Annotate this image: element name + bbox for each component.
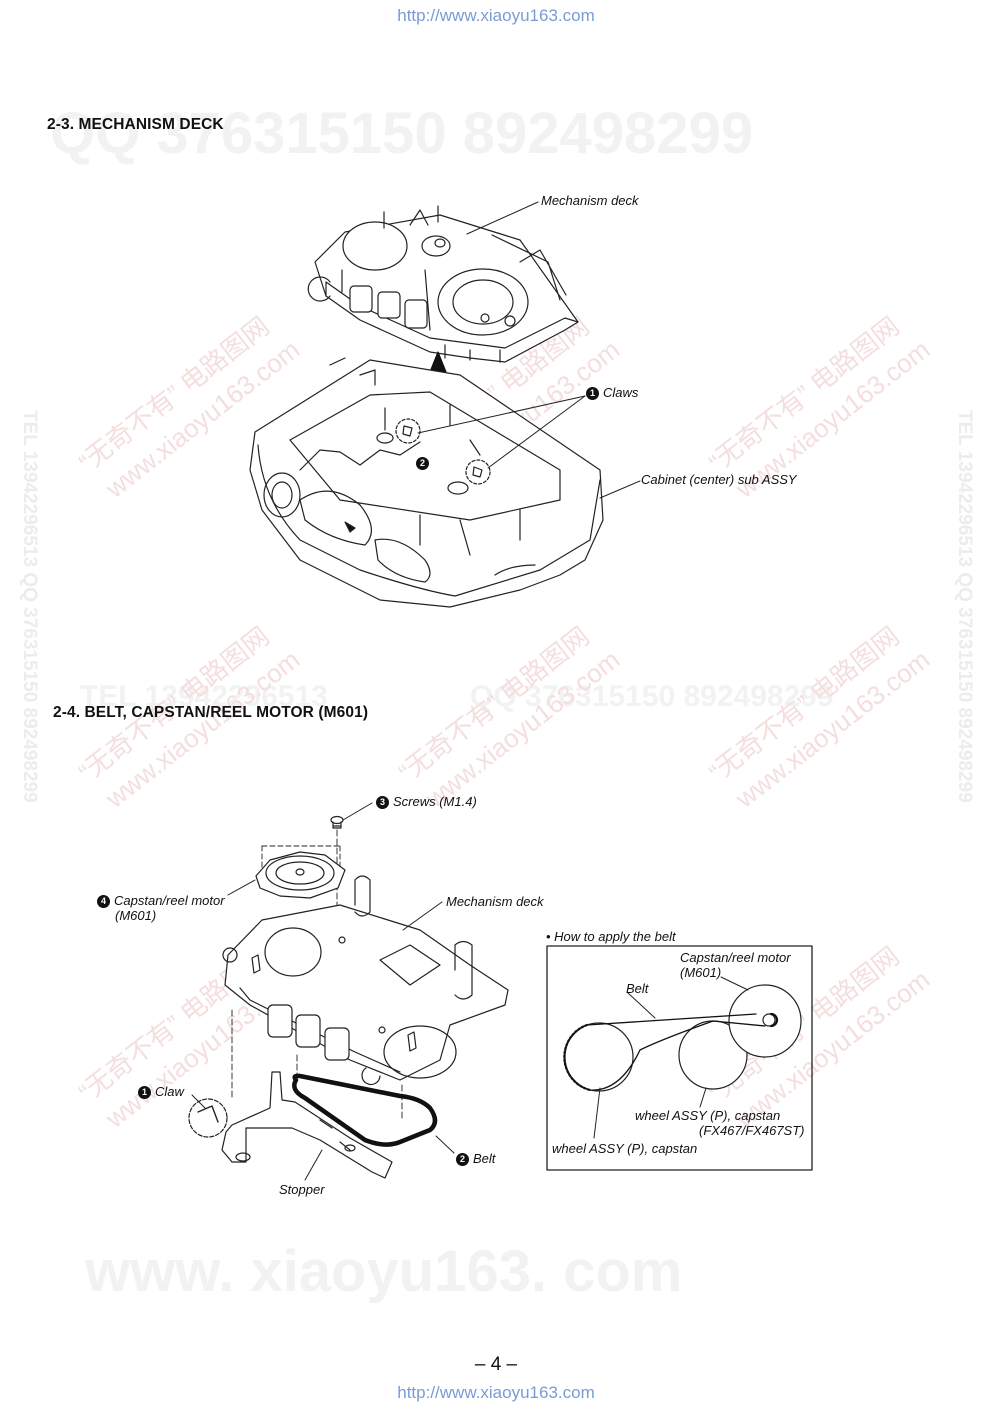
watermark-tel-mid: TEL 13942296513 bbox=[80, 680, 328, 713]
label-step-2: 2 bbox=[416, 455, 433, 470]
label-belt-text: Belt bbox=[473, 1151, 496, 1166]
inset-label-belt: Belt bbox=[626, 981, 649, 996]
mechanism-deck-drawing bbox=[307, 205, 579, 363]
watermark-www-bottom: www. xiaoyu163. com bbox=[85, 1239, 683, 1304]
step-number-1: 1 bbox=[586, 387, 599, 400]
step-number-1b: 1 bbox=[138, 1086, 151, 1099]
belt-inset-box bbox=[546, 945, 813, 1171]
step-number-4: 4 bbox=[97, 895, 110, 908]
inset-label-wheel: wheel ASSY (P), capstan bbox=[552, 1141, 698, 1156]
label-motor-line2: (M601) bbox=[115, 908, 157, 923]
label-mechanism-deck-2: Mechanism deck bbox=[446, 894, 544, 909]
belt-drawing bbox=[292, 1073, 438, 1147]
inset-label-motor-line1: Capstan/reel motor bbox=[680, 950, 791, 965]
label-motor: 4 Capstan/reel motor (M601) bbox=[97, 893, 225, 923]
label-claws: 1 Claws bbox=[586, 385, 638, 400]
inset-label-wheel-fx-line1: wheel ASSY (P), capstan bbox=[635, 1108, 781, 1123]
inset-title: • How to apply the belt bbox=[546, 929, 676, 944]
label-mechanism-deck: Mechanism deck bbox=[541, 193, 639, 208]
step-number-3: 3 bbox=[376, 796, 389, 809]
label-claw: 1 Claw bbox=[138, 1084, 184, 1099]
label-screws: 3 Screws (M1.4) bbox=[376, 794, 477, 809]
claw-highlight-2 bbox=[188, 1098, 228, 1138]
stopper-drawing bbox=[221, 1071, 393, 1179]
label-screws-text: Screws (M1.4) bbox=[393, 794, 477, 809]
screw-drawing bbox=[330, 815, 344, 829]
label-belt: 2 Belt bbox=[456, 1151, 495, 1166]
step-number-2b: 2 bbox=[456, 1153, 469, 1166]
mechanism-deck-drawing-2 bbox=[222, 875, 509, 1086]
label-cabinet: Cabinet (center) sub ASSY bbox=[641, 472, 797, 487]
claw-highlight-left bbox=[395, 418, 421, 444]
label-stopper: Stopper bbox=[279, 1182, 325, 1197]
footer-url[interactable]: http://www.xiaoyu163.com bbox=[397, 1383, 595, 1402]
motor-drawing bbox=[255, 851, 346, 899]
section-heading-belt-motor: 2-4. BELT, CAPSTAN/REEL MOTOR (M601) bbox=[53, 704, 369, 721]
cabinet-drawing bbox=[249, 357, 604, 608]
step-number-2: 2 bbox=[416, 457, 429, 470]
label-claws-text: Claws bbox=[603, 385, 639, 400]
section-heading-mechanism-deck: 2-3. MECHANISM DECK bbox=[47, 116, 224, 133]
page-number: – 4 – bbox=[474, 1354, 518, 1375]
header-url[interactable]: http://www.xiaoyu163.com bbox=[397, 6, 595, 25]
watermark-qq-top: QQ 376315150 892498299 bbox=[50, 101, 754, 166]
label-claw-text: Claw bbox=[155, 1084, 184, 1099]
inset-label-wheel-fx-line2: (FX467/FX467ST) bbox=[699, 1123, 805, 1138]
inset-label-motor-line2: (M601) bbox=[680, 965, 722, 980]
label-motor-line1: Capstan/reel motor bbox=[114, 893, 225, 908]
claw-highlight-right bbox=[465, 459, 491, 485]
watermark-qq-mid: QQ 376315150 892498299 bbox=[470, 680, 834, 713]
